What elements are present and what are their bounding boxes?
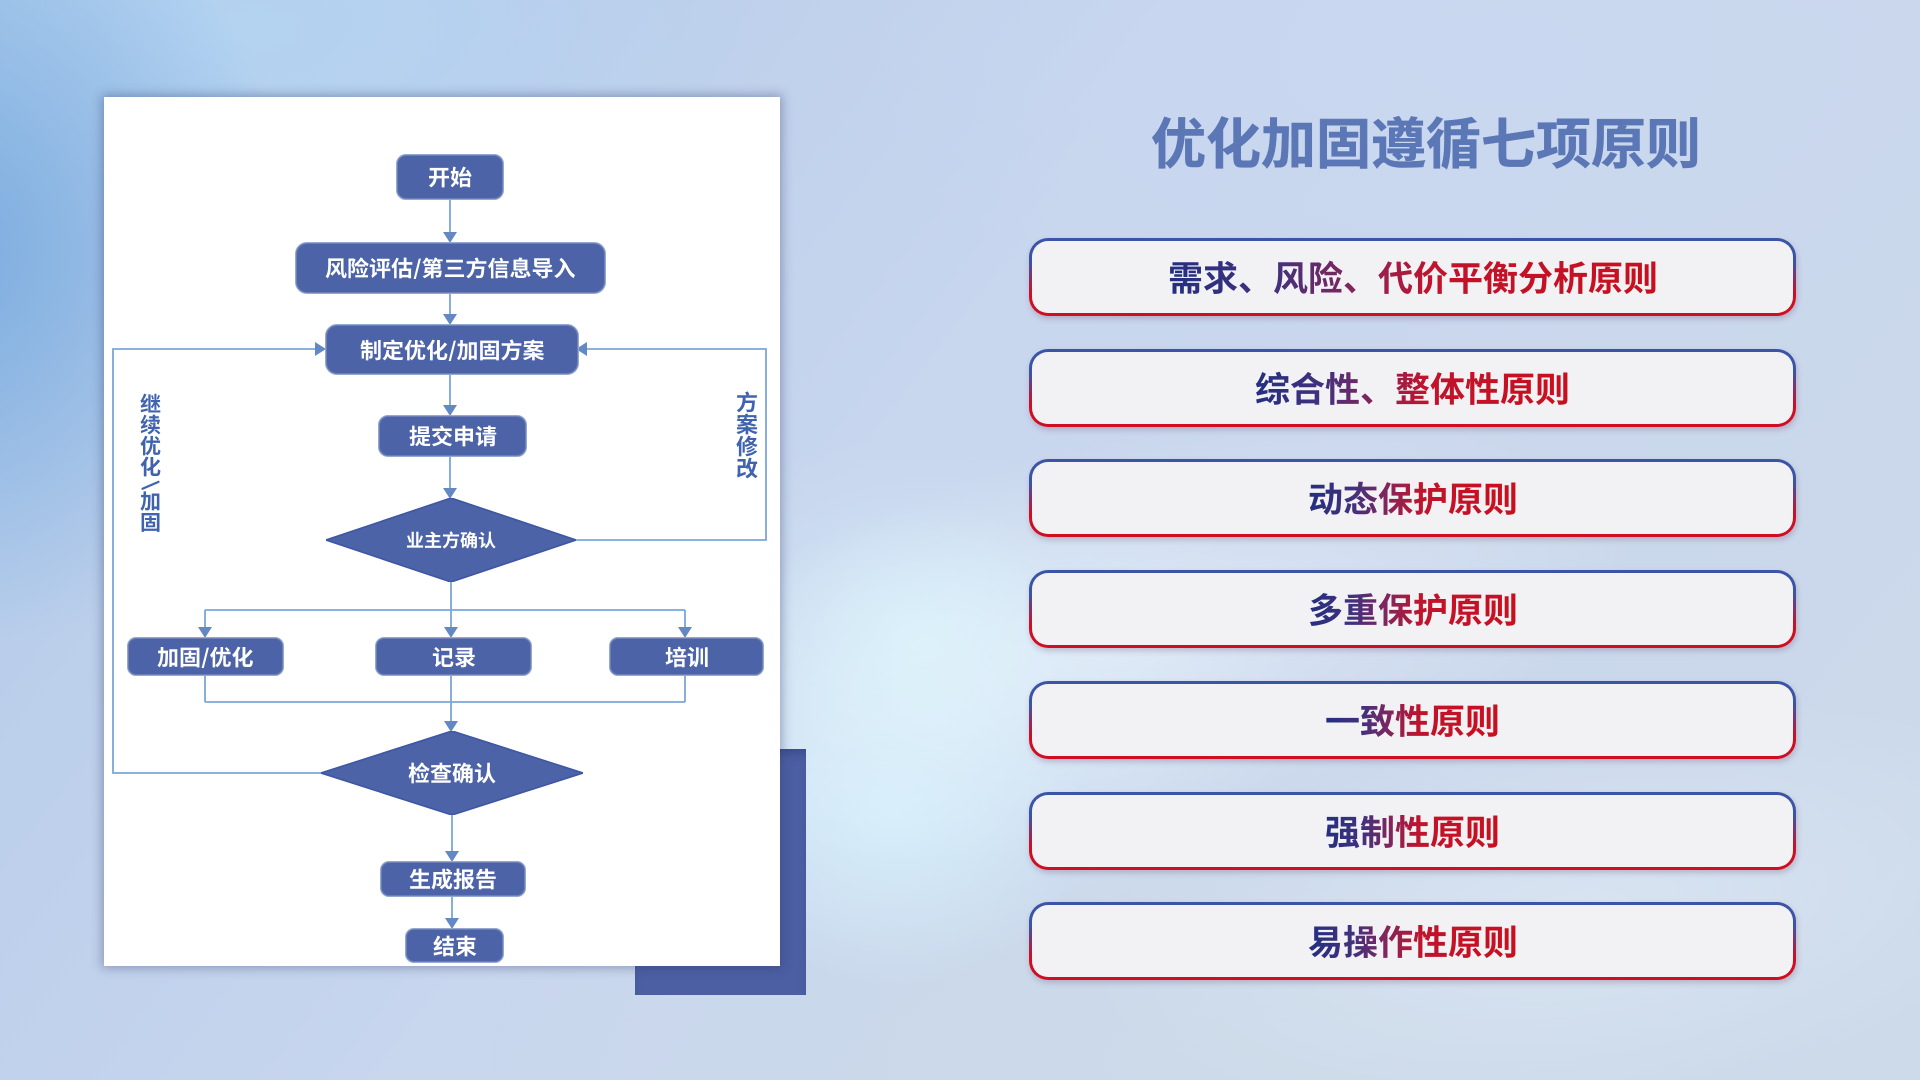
principle-box-inner	[1032, 573, 1793, 645]
diamond-shape	[321, 731, 583, 815]
node-label	[409, 425, 497, 447]
principle-box-3[interactable]	[1029, 459, 1796, 537]
node-label	[157, 646, 254, 668]
principle-box-inner	[1032, 352, 1793, 424]
flowchart-node-risk[interactable]	[295, 242, 606, 294]
principle-box-6[interactable]	[1029, 792, 1796, 870]
flowchart-connectors	[112, 198, 767, 929]
principle-box-7[interactable]	[1029, 902, 1796, 980]
principle-box-2[interactable]	[1029, 349, 1796, 427]
node-label	[432, 646, 476, 668]
principle-box-inner	[1032, 241, 1793, 313]
principle-box-5[interactable]	[1029, 681, 1796, 759]
principle-label	[1325, 813, 1500, 849]
principle-box-inner	[1032, 462, 1793, 534]
principle-box-1[interactable]	[1029, 238, 1796, 316]
flowchart-node-end[interactable]	[405, 928, 504, 963]
flowchart-node-check[interactable]	[321, 731, 583, 815]
edge-label-modify	[736, 391, 758, 479]
principle-label	[1255, 370, 1570, 406]
flowchart-node-record[interactable]	[375, 637, 532, 676]
node-label	[406, 531, 496, 549]
principle-box-inner	[1032, 684, 1793, 756]
node-label	[432, 935, 477, 957]
principle-box-4[interactable]	[1029, 570, 1796, 648]
flowchart-card	[104, 97, 780, 966]
edge-label-continue	[139, 393, 161, 532]
principle-label	[1325, 702, 1500, 738]
flowchart-node-train[interactable]	[609, 637, 764, 676]
flowchart-node-submit[interactable]	[378, 415, 527, 457]
flowchart-node-harden[interactable]	[127, 637, 284, 676]
principle-box-inner	[1032, 795, 1793, 867]
node-label	[428, 166, 472, 188]
node-label	[408, 762, 496, 784]
flowchart-node-owner[interactable]	[326, 498, 576, 582]
flowchart-node-start[interactable]	[396, 154, 504, 200]
node-label	[665, 646, 709, 668]
page-title	[1041, 100, 1811, 184]
node-label	[409, 868, 497, 890]
principle-label	[1307, 923, 1518, 959]
flowchart-node-report[interactable]	[380, 861, 526, 897]
connector-lines	[112, 198, 767, 919]
node-label	[325, 257, 576, 279]
principle-box-inner	[1032, 905, 1793, 977]
principle-label	[1167, 259, 1658, 295]
flowchart-node-plan[interactable]	[325, 324, 579, 375]
node-label	[360, 338, 545, 361]
principle-label	[1307, 591, 1518, 627]
principle-label	[1307, 480, 1518, 516]
